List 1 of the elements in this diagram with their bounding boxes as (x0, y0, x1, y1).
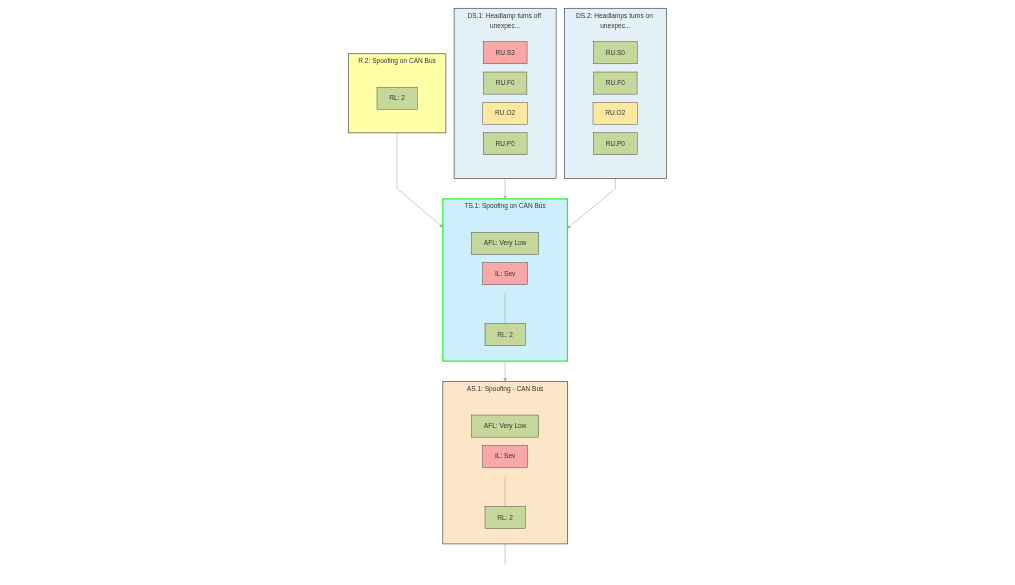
connector (505, 543, 506, 565)
